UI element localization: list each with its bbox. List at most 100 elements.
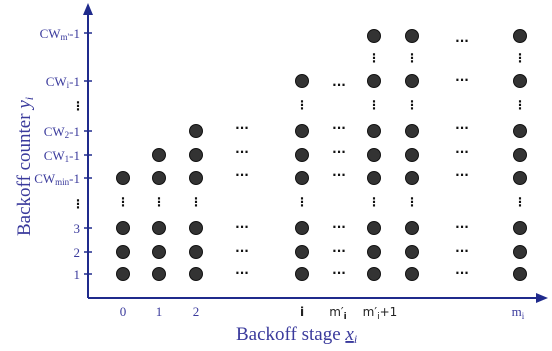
state-dot: [405, 29, 419, 43]
state-dot: [152, 267, 166, 281]
state-dot: [513, 221, 527, 235]
state-dot: [295, 124, 309, 138]
y-tick-label-cwi: CWi-1: [46, 74, 80, 90]
y-axis-title: Backoff counter yi: [14, 97, 36, 236]
state-dot: [152, 148, 166, 162]
state-dot: [116, 221, 130, 235]
vertical-ellipsis: ⋮: [117, 195, 129, 209]
state-dot: [189, 171, 203, 185]
horizontal-ellipsis: ...: [332, 142, 346, 156]
state-dot: [367, 124, 381, 138]
x-tick-label-0: 0: [120, 304, 127, 319]
state-dot: [405, 148, 419, 162]
state-dot: [367, 29, 381, 43]
state-dot: [513, 267, 527, 281]
state-dot: [189, 267, 203, 281]
y-tick-marks: [84, 32, 92, 275]
x-tick-label-mprime-i-plus-1: m′i+1: [363, 305, 398, 322]
vertical-ellipsis: ⋮: [153, 195, 165, 209]
vertical-ellipsis: ⋮: [368, 51, 380, 65]
horizontal-ellipsis: ...: [332, 217, 346, 231]
state-dot: [189, 245, 203, 259]
horizontal-ellipsis: ...: [332, 241, 346, 255]
state-dot: [116, 245, 130, 259]
state-dot: [295, 171, 309, 185]
state-dot: [116, 267, 130, 281]
state-dot: [367, 171, 381, 185]
horizontal-ellipsis: ...: [332, 118, 346, 132]
x-tick-label-1: 1: [156, 304, 163, 319]
horizontal-ellipsis: ...: [455, 31, 469, 45]
state-dot: [405, 245, 419, 259]
vertical-ellipsis: ⋮: [514, 98, 526, 112]
state-dot: [295, 245, 309, 259]
state-dot: [295, 221, 309, 235]
horizontal-ellipsis: ...: [455, 165, 469, 179]
x-axis-title: Backoff stage xi: [236, 324, 357, 346]
y-tick-label-cwm: CWm'-1: [40, 26, 80, 42]
vertical-ellipsis: ⋮: [296, 98, 308, 112]
horizontal-ellipsis: ...: [455, 70, 469, 84]
y-axis-arrow-icon: [83, 3, 93, 15]
x-tick-label-mprime-i: m′i: [329, 305, 347, 322]
y-tick-labels: 1 2 3 CWmin-1 CW1-1 CW2-1 CWi-1 CWm'-1: [34, 26, 80, 282]
state-dot: [116, 171, 130, 185]
x-tick-label-i: i: [300, 305, 304, 319]
state-dot: [405, 171, 419, 185]
state-dot: [295, 148, 309, 162]
horizontal-ellipsis: ...: [235, 263, 249, 277]
y-tick-label-3: 3: [74, 221, 81, 236]
state-dot: [295, 74, 309, 88]
horizontal-ellipses: ........................................…: [235, 31, 469, 277]
vertical-ellipsis: ⋮: [368, 195, 380, 209]
horizontal-ellipsis: ...: [235, 142, 249, 156]
state-dot: [189, 124, 203, 138]
vertical-ellipsis: ⋮: [514, 195, 526, 209]
y-tick-label-cw2: CW2-1: [44, 124, 80, 140]
vertical-ellipsis: ⋮: [368, 98, 380, 112]
y-axis-vdots-lower: ⋮: [72, 197, 84, 211]
vertical-ellipsis: ⋮: [406, 98, 418, 112]
vertical-ellipsis: ⋮: [406, 51, 418, 65]
vertical-ellipsis: ⋮: [190, 195, 202, 209]
vertical-ellipses: ⋮⋮⋮⋮⋮⋮⋮⋮⋮⋮⋮⋮⋮⋮: [117, 51, 526, 209]
state-dot: [513, 74, 527, 88]
y-axis-vdots-upper: ⋮: [72, 99, 84, 113]
y-tick-label-cw1: CW1-1: [44, 148, 80, 164]
state-dot: [513, 148, 527, 162]
state-dot: [152, 221, 166, 235]
state-dot: [152, 171, 166, 185]
x-tick-label-2: 2: [193, 304, 200, 319]
horizontal-ellipsis: ...: [455, 118, 469, 132]
y-tick-label-cwmin: CWmin-1: [34, 171, 80, 187]
state-dot: [367, 74, 381, 88]
state-dot: [295, 267, 309, 281]
y-tick-label-2: 2: [74, 245, 81, 260]
state-dots: [116, 29, 527, 281]
state-dot: [189, 148, 203, 162]
state-dot: [513, 171, 527, 185]
horizontal-ellipsis: ...: [332, 75, 346, 89]
state-dot: [513, 245, 527, 259]
y-tick-label-1: 1: [74, 267, 81, 282]
x-tick-label-m-i: mi: [512, 304, 525, 321]
state-dot: [405, 124, 419, 138]
state-dot: [367, 221, 381, 235]
state-dot: [367, 148, 381, 162]
horizontal-ellipsis: ...: [235, 241, 249, 255]
state-dot: [189, 221, 203, 235]
state-dot: [367, 267, 381, 281]
vertical-ellipsis: ⋮: [406, 195, 418, 209]
x-axis-arrow-icon: [536, 293, 548, 303]
horizontal-ellipsis: ...: [332, 165, 346, 179]
vertical-ellipsis: ⋮: [514, 51, 526, 65]
horizontal-ellipsis: ...: [235, 165, 249, 179]
x-tick-labels: 0 1 2 i m′i m′i+1 mi: [120, 304, 525, 322]
state-dot: [513, 29, 527, 43]
horizontal-ellipsis: ...: [455, 217, 469, 231]
horizontal-ellipsis: ...: [455, 263, 469, 277]
state-dot: [513, 124, 527, 138]
state-dot: [152, 245, 166, 259]
